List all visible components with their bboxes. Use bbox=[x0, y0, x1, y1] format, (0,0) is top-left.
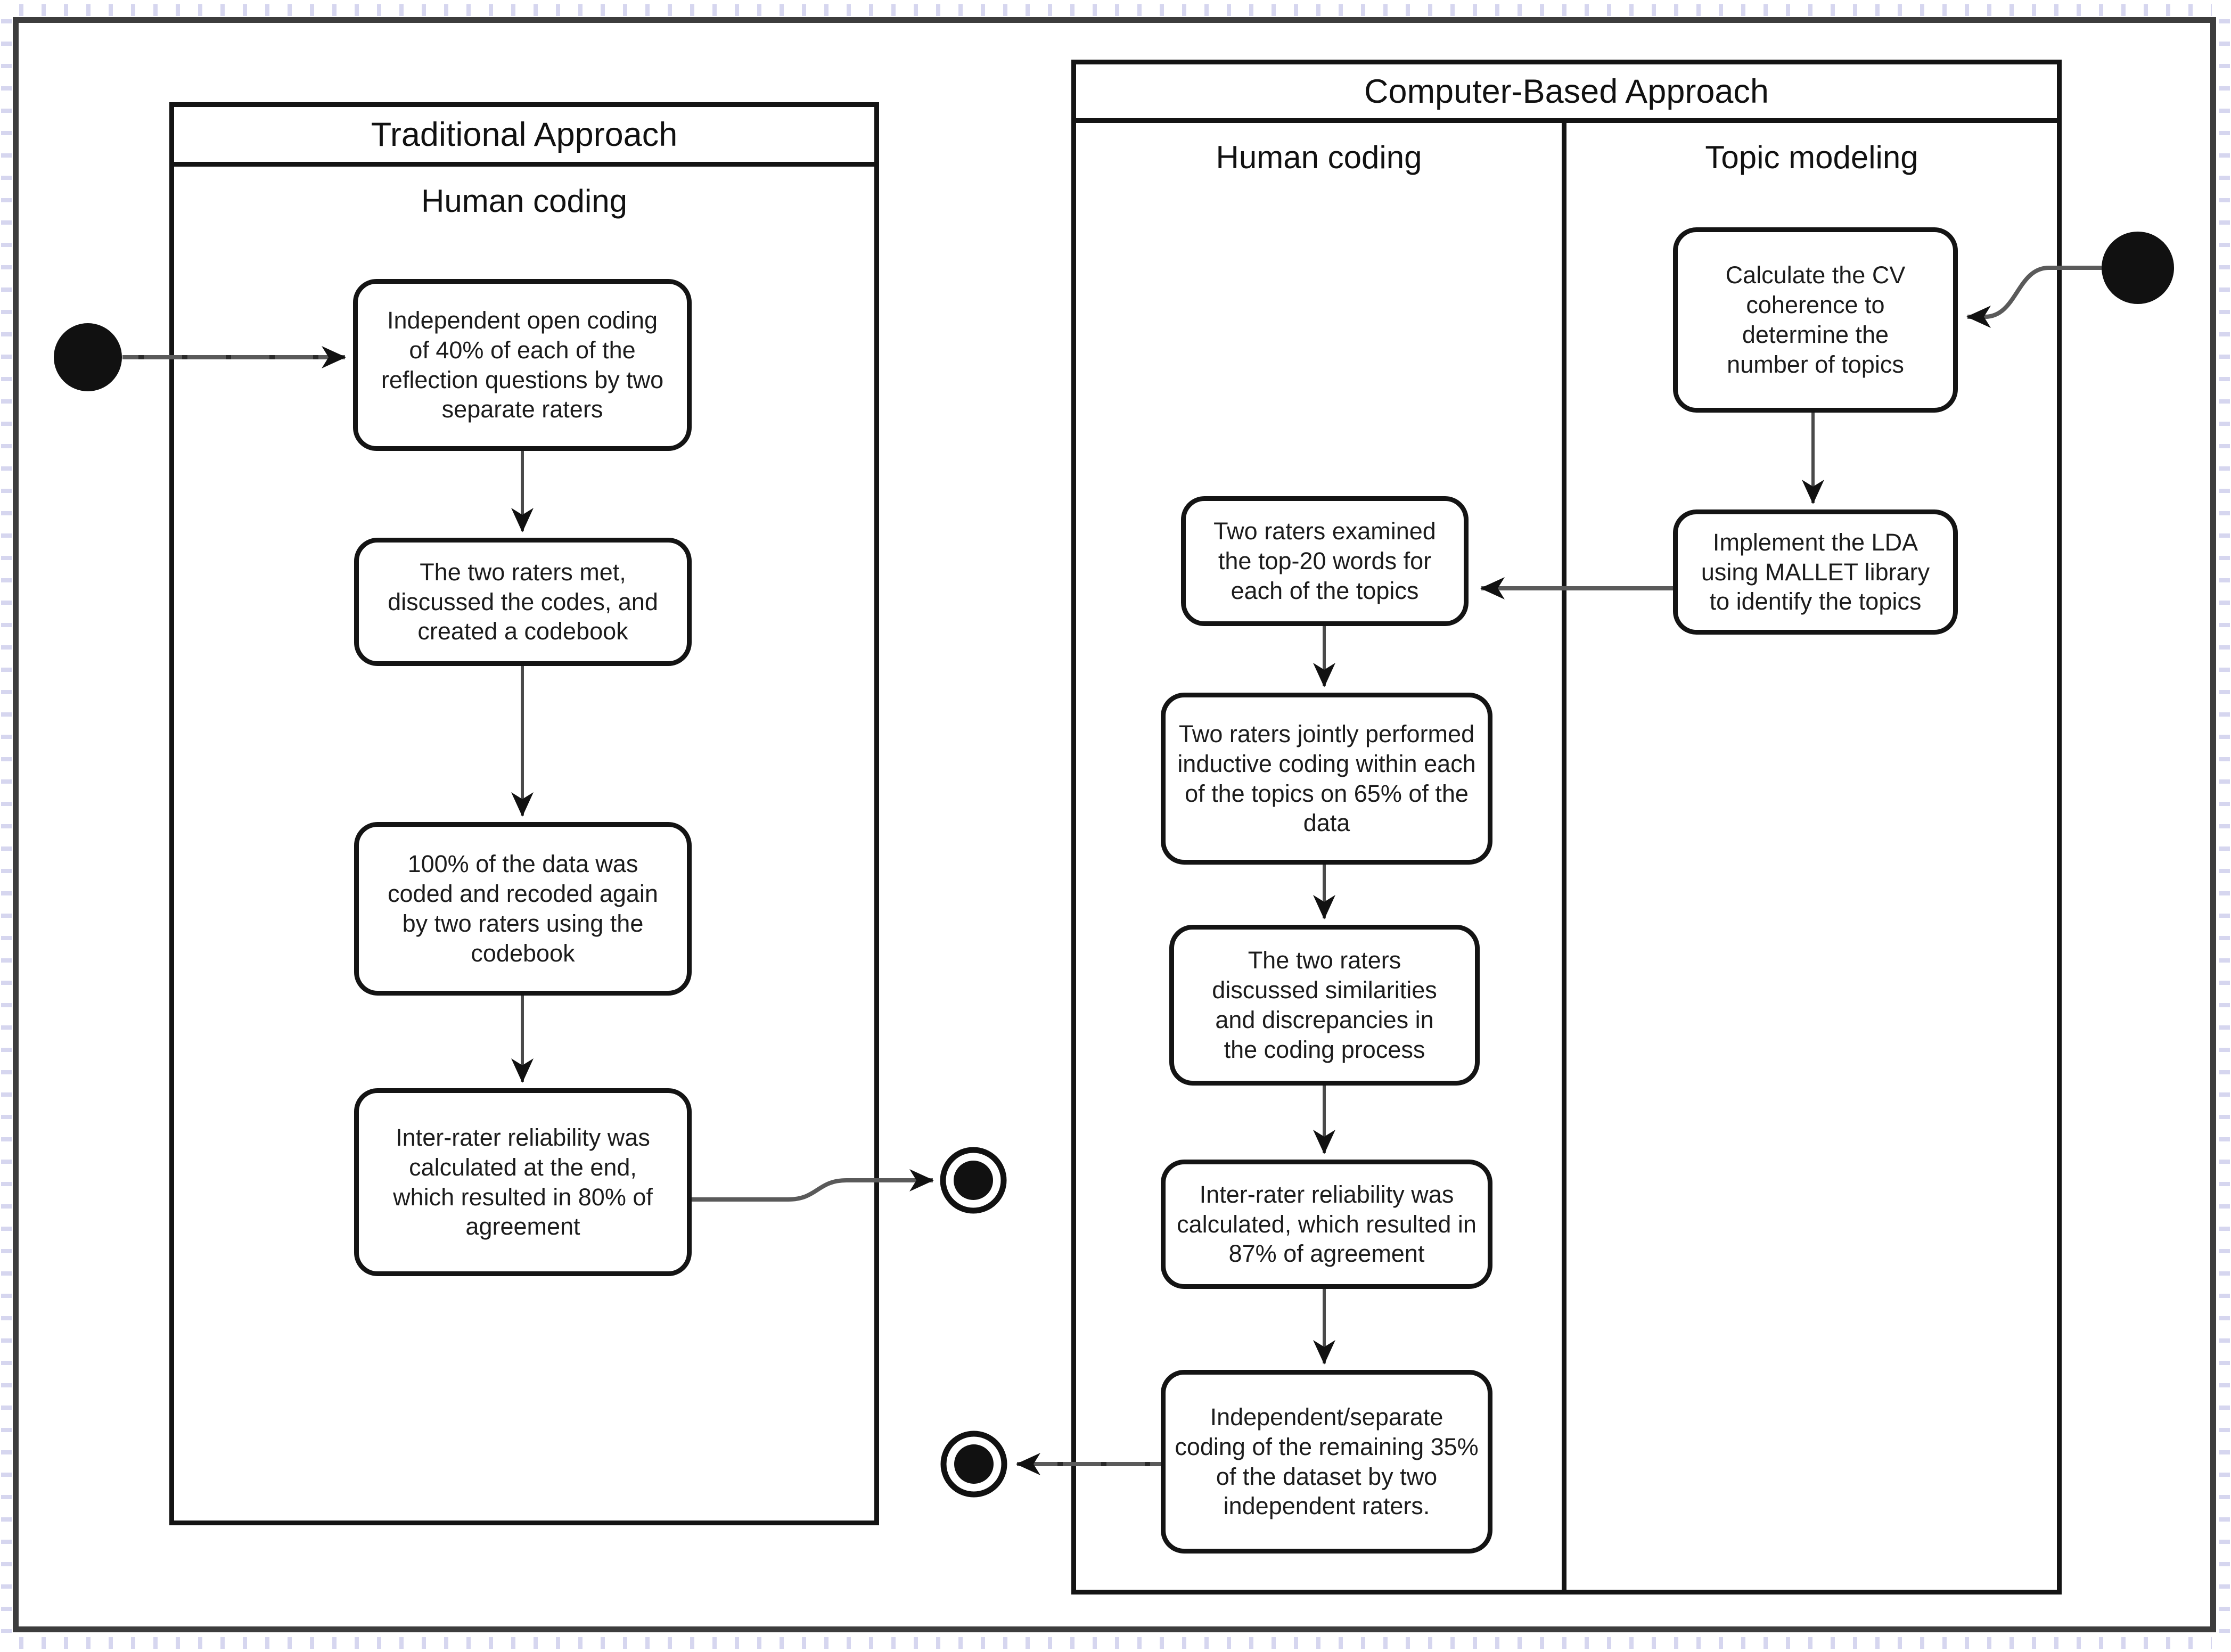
swimlane-label-human-coding: Human coding bbox=[1216, 139, 1422, 175]
edge-ticks-top bbox=[19, 4, 2212, 16]
final-node-icon bbox=[940, 1431, 1007, 1498]
edge-ticks-right bbox=[2219, 19, 2230, 1633]
edge-ticks-left bbox=[1, 19, 12, 1633]
partition-title: Computer-Based Approach bbox=[1076, 64, 2057, 123]
step-independent-coding-35: Independent/separate coding of the remai… bbox=[1161, 1370, 1492, 1554]
step-cv-coherence: Calculate the CV coherence to determine … bbox=[1673, 227, 1958, 413]
initial-node-icon bbox=[54, 323, 122, 391]
swimlane-label-human-coding: Human coding bbox=[421, 183, 627, 219]
partition-title: Traditional Approach bbox=[174, 107, 874, 167]
step-interrater-80: Inter-rater reliability was calculated a… bbox=[354, 1088, 692, 1276]
diagram-outer-frame bbox=[13, 17, 2216, 1632]
edge-start-to-cv bbox=[1966, 266, 2102, 328]
step-top20-words: Two raters examined the top-20 words for… bbox=[1181, 496, 1469, 626]
swimlane-topic-modeling: Topic modeling bbox=[1566, 123, 2057, 1590]
swimlane-label-topic-modeling: Topic modeling bbox=[1705, 139, 1918, 175]
swimlane-human-coding: Human coding bbox=[1076, 123, 1566, 1590]
step-lda-mallet: Implement the LDA using MALLET library t… bbox=[1673, 509, 1958, 635]
initial-node-icon bbox=[2102, 232, 2174, 304]
step-interrater-87: Inter-rater reliability was calculated, … bbox=[1161, 1160, 1492, 1289]
final-node-icon bbox=[940, 1147, 1007, 1214]
edge-ticks-bottom bbox=[19, 1637, 2212, 1649]
step-discussed-discrepancies: The two raters discussed similarities an… bbox=[1169, 925, 1480, 1086]
step-coded-recoded-100: 100% of the data was coded and recoded a… bbox=[354, 822, 692, 996]
step-independent-open-coding: Independent open coding of 40% of each o… bbox=[353, 279, 692, 451]
edge-t4-to-final bbox=[692, 1169, 934, 1202]
step-joint-inductive-coding: Two raters jointly performed inductive c… bbox=[1161, 693, 1492, 865]
step-raters-met-codebook: The two raters met, discussed the codes,… bbox=[354, 538, 692, 666]
